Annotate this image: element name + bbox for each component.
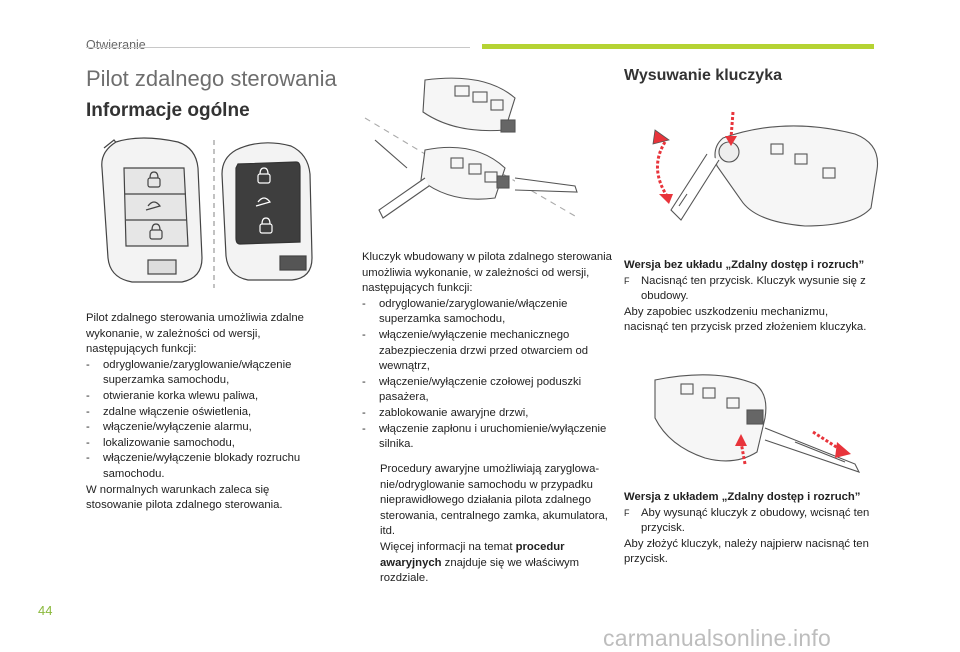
emergency-procedures-note: Procedury awaryjne umożliwiają zaryglowa… <box>380 462 624 587</box>
left-outro: W normalnych warunkach zaleca się stosow… <box>86 483 283 512</box>
note-bold-link: procedur awaryjnych <box>380 540 565 569</box>
block1-step-text: Nacisnąć ten przycisk. Kluczyk wysunie s… <box>641 274 866 303</box>
note-prefix: Więcej informacji na temat <box>380 540 516 553</box>
block1-step: F Nacisnąć ten przycisk. Kluczyk wysunie … <box>624 274 874 305</box>
block2-note: Aby złożyć kluczyk, należy najpierw naci… <box>624 537 869 566</box>
list-item: włączenie/wyłączenie mechanicznego zabez… <box>362 328 624 375</box>
middle-intro: Kluczyk wbudowany w pilota zdalnego ster… <box>362 251 612 295</box>
note-suffix: znajduje się we właściwym rozdziale. <box>380 556 580 585</box>
key-release-keyless-illustration <box>654 374 861 473</box>
step-marker: F <box>624 507 630 518</box>
left-intro: Pilot zdalnego sterowania umożliwia zdal… <box>86 312 304 356</box>
list-item: lokalizowanie samochodu, <box>86 436 326 452</box>
step-marker: F <box>624 275 630 286</box>
block1-heading: Wersja bez układu „Zdalny dostęp i rozru… <box>624 259 865 271</box>
right-block-with-keyless: Wersja z układem „Zdalny dostęp i rozruc… <box>624 490 884 568</box>
note-more-info: Więcej informacji na temat procedur awar… <box>380 540 624 587</box>
header-divider <box>86 47 470 48</box>
block1-note: Aby zapobiec uszkodzeniu mechanizmu, nac… <box>624 305 867 334</box>
note-text: Procedury awaryjne umożliwiają zaryglowa… <box>380 463 608 538</box>
list-item: zablokowanie awaryjne drzwi, <box>362 406 624 422</box>
list-item: włączenie zapłonu i uruchomienie/wyłącze… <box>362 422 624 453</box>
section-label: Otwieranie <box>86 38 146 52</box>
block2-heading: Wersja z układem „Zdalny dostęp i rozruc… <box>624 491 861 503</box>
list-item: zdalne włączenie oświetlenia, <box>86 405 326 421</box>
list-item: odryglowanie/zaryglowanie/włączenie supe… <box>362 297 624 328</box>
page-number: 44 <box>38 603 53 618</box>
list-item: włączenie/wyłączenie alarmu, <box>86 420 326 436</box>
list-item: włączenie/wyłączenie blokady rozruchu sa… <box>86 451 326 482</box>
left-column-text: Pilot zdalnego sterowania umożliwia zdal… <box>86 311 326 514</box>
list-item: otwieranie korka wlewu paliwa, <box>86 389 326 405</box>
watermark: carmanualsonline.info <box>603 625 831 651</box>
header-accent-bar <box>482 44 874 49</box>
block2-step-text: Aby wysunąć kluczyk z obudowy, wcisnąć t… <box>641 506 870 535</box>
right-block-without-keyless: Wersja bez układu „Zdalny dostęp i rozru… <box>624 258 874 336</box>
list-item: włączenie/wyłączenie czołowej poduszki p… <box>362 375 624 406</box>
subtitle-key-unfolding: Wysuwanie kluczyka <box>624 67 782 84</box>
key-fold-illustration <box>364 77 578 219</box>
subtitle-general-info: Informacje ogólne <box>86 100 250 121</box>
list-item: odryglowanie/zaryglowanie/włączenie supe… <box>86 358 326 389</box>
key-unfold-button-illustration <box>652 111 879 227</box>
page-title: Pilot zdalnego sterowania <box>86 66 337 91</box>
block2-step: F Aby wysunąć kluczyk z obudowy, wcisnąć … <box>624 506 884 537</box>
remote-control-illustration <box>101 137 313 288</box>
middle-column-text: Kluczyk wbudowany w pilota zdalnego ster… <box>362 250 624 453</box>
